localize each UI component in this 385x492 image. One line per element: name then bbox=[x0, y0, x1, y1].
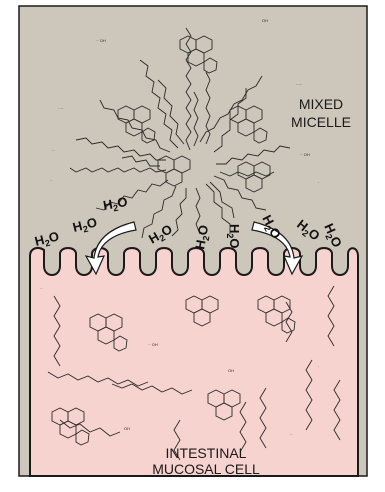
svg-text:·: · bbox=[318, 364, 319, 369]
svg-text:·····: ····· bbox=[296, 82, 303, 87]
svg-text:OH: OH bbox=[262, 18, 268, 23]
cell-label-line1: INTESTINAL bbox=[166, 445, 247, 461]
svg-text:··: ·· bbox=[50, 178, 53, 183]
svg-text:OH: OH bbox=[228, 368, 234, 373]
svg-text:·: · bbox=[318, 180, 319, 185]
svg-text:·· OH: ·· OH bbox=[148, 342, 158, 347]
cell-label-line2: MUCOSAL CELL bbox=[152, 461, 260, 477]
micelle-label-line1: MIXED bbox=[299, 96, 343, 112]
svg-text:·· OH: ·· OH bbox=[300, 152, 310, 157]
micelle-label-line2: MICELLE bbox=[291, 114, 351, 130]
svg-text:OH: OH bbox=[124, 426, 130, 431]
svg-text:··: ·· bbox=[52, 148, 55, 153]
svg-text:·· OH: ·· OH bbox=[96, 38, 106, 43]
svg-text:··: ·· bbox=[40, 286, 43, 291]
cell-membrane bbox=[30, 248, 358, 476]
svg-text:····: ···· bbox=[58, 106, 63, 111]
svg-text:··: ·· bbox=[290, 432, 293, 437]
